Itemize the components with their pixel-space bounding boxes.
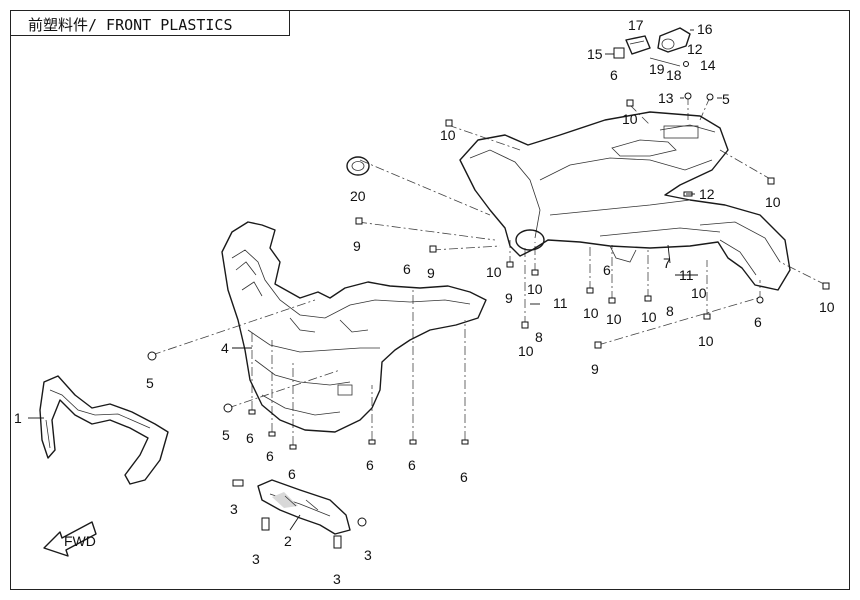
callout-9: 9 <box>591 361 599 377</box>
callout-10: 10 <box>440 127 456 143</box>
callout-9: 9 <box>353 238 361 254</box>
callout-14: 14 <box>700 57 716 73</box>
title-block: 前塑料件/ FRONT PLASTICS <box>10 10 290 36</box>
callout-6: 6 <box>610 67 618 83</box>
callout-3: 3 <box>333 571 341 587</box>
callout-6: 6 <box>288 466 296 482</box>
callout-3: 3 <box>252 551 260 567</box>
callout-10: 10 <box>518 343 534 359</box>
callout-11: 11 <box>679 267 694 283</box>
callout-2: 2 <box>284 533 292 549</box>
callout-10: 10 <box>765 194 781 210</box>
callout-9: 9 <box>505 290 513 306</box>
main-front-fender <box>459 111 791 291</box>
callout-19: 19 <box>649 61 665 77</box>
callout-10: 10 <box>698 333 714 349</box>
callout-10: 10 <box>622 111 638 127</box>
callout-10: 10 <box>606 311 622 327</box>
callout-12: 12 <box>687 41 703 57</box>
callout-10: 10 <box>641 309 657 325</box>
callout-3: 3 <box>230 501 238 517</box>
callout-5: 5 <box>222 427 230 443</box>
callout-3: 3 <box>364 547 372 563</box>
callout-10: 10 <box>691 285 707 301</box>
page-title: 前塑料件/ FRONT PLASTICS <box>28 16 233 34</box>
callout-10: 10 <box>527 281 543 297</box>
callout-5: 5 <box>722 91 730 107</box>
leader-lines <box>28 29 722 531</box>
callout-6: 6 <box>266 448 274 464</box>
callout-6: 6 <box>460 469 468 485</box>
callout-9: 9 <box>427 265 435 281</box>
callout-5: 5 <box>146 375 154 391</box>
switch-bracket-group <box>613 27 691 67</box>
fasteners <box>147 92 830 549</box>
callout-13: 13 <box>658 90 674 106</box>
callout-8: 8 <box>666 303 674 319</box>
callout-10: 10 <box>486 264 502 280</box>
part-20-grommet <box>346 156 370 176</box>
part-4-front-fascia <box>221 221 487 433</box>
callout-16: 16 <box>697 21 713 37</box>
callout-20: 20 <box>350 188 366 204</box>
callout-18: 18 <box>666 67 682 83</box>
callout-12: 12 <box>699 186 715 202</box>
callout-6: 6 <box>366 457 374 473</box>
callout-1: 1 <box>14 410 22 426</box>
fwd-label: FWD <box>64 533 96 549</box>
callout-15: 15 <box>587 46 603 62</box>
callout-7: 7 <box>663 255 671 271</box>
callout-6: 6 <box>246 430 254 446</box>
callout-11: 11 <box>553 295 568 311</box>
callout-6: 6 <box>603 262 611 278</box>
drawing-frame <box>10 10 850 590</box>
callout-10: 10 <box>819 299 835 315</box>
part-1-front-guard <box>39 375 169 485</box>
callout-17: 17 <box>628 17 644 33</box>
callout-4: 4 <box>221 340 229 356</box>
callout-10: 10 <box>583 305 599 321</box>
callout-6: 6 <box>754 314 762 330</box>
callout-6: 6 <box>408 457 416 473</box>
fwd-direction-arrow: FWD <box>43 521 97 557</box>
part-2-lower-cover <box>257 479 351 535</box>
callout-6: 6 <box>403 261 411 277</box>
callout-8: 8 <box>535 329 543 345</box>
callout-labels: 1 2 3 3 3 3 4 5 5 5 6 6 6 6 6 6 6 6 6 6 … <box>14 17 835 587</box>
